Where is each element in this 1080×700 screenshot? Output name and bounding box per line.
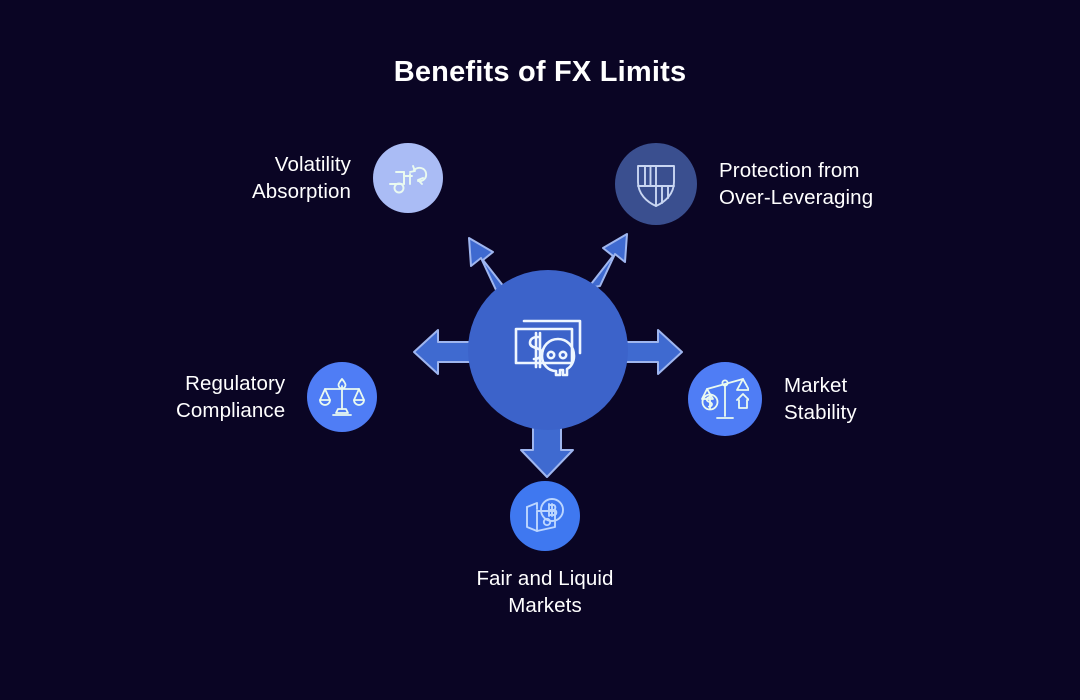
scales-of-justice-icon [319, 378, 366, 416]
center-hub[interactable] [468, 270, 628, 430]
arrow-to-protection [587, 233, 628, 289]
balance-scale-house-icon [701, 378, 749, 419]
node-volatility[interactable]: Volatility Absorption [252, 143, 444, 213]
node-protection-label: Protection from Over-Leveraging [719, 159, 874, 209]
arrow-to-regulatory [413, 329, 471, 375]
node-regulatory-label: Regulatory Compliance [176, 372, 286, 422]
volatility-bubble[interactable] [373, 143, 444, 213]
shock-absorber-icon [389, 165, 428, 194]
node-market[interactable]: Market Stability [688, 362, 857, 436]
page-title: Benefits of FX Limits [393, 56, 687, 88]
node-market-label: Market Stability [784, 374, 857, 424]
fair-bubble[interactable] [510, 481, 580, 551]
wallet-bitcoin-icon [526, 498, 564, 532]
node-protection[interactable]: Protection from Over-Leveraging [615, 143, 873, 225]
arrow-to-market [625, 329, 683, 375]
node-fair[interactable]: Fair and Liquid Markets [425, 481, 665, 619]
node-fair-label: Fair and Liquid Markets [476, 567, 614, 617]
money-skull-icon [514, 319, 582, 377]
shield-icon [637, 165, 675, 207]
node-regulatory[interactable]: Regulatory Compliance [176, 362, 378, 432]
protection-bubble[interactable] [615, 143, 697, 225]
regulatory-bubble[interactable] [307, 362, 378, 432]
node-volatility-label: Volatility Absorption [252, 153, 352, 203]
market-bubble[interactable] [688, 362, 762, 436]
